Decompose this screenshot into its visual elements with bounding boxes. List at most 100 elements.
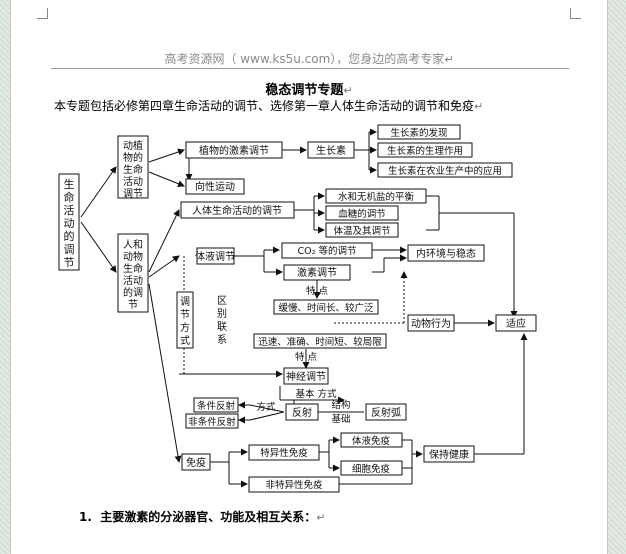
node-auxin: 生长素 [307,141,355,159]
node-adaptation: 适应 [495,314,537,332]
svg-text:联: 联 [217,321,227,333]
svg-text:方: 方 [180,321,190,334]
node-unconditioned-reflex: 非条件反射 [185,413,239,429]
svg-text:保持健康: 保持健康 [429,448,469,461]
paragraph-mark: ↵ [316,511,326,524]
svg-text:非条件反射: 非条件反射 [188,416,236,428]
svg-text:节: 节 [128,299,138,311]
svg-text:生命: 生命 [123,262,143,275]
page-header: 高考资源网（ www.ks5u.com），您身边的高考专家↵ [11,50,607,67]
node-water-salt: 水和无机盐的平衡 [325,188,427,204]
svg-text:CO₂ 等的调节: CO₂ 等的调节 [298,245,357,257]
svg-text:体温及其调节: 体温及其调节 [333,225,390,237]
node-internal-environment: 内环境与稳态 [407,244,485,262]
svg-text:免疫: 免疫 [186,456,206,469]
label-feature-humoral: 特 点 [306,285,329,297]
label-feature-neural: 特 点 [295,351,318,363]
svg-text:活动: 活动 [123,275,143,287]
svg-text:活: 活 [64,204,75,217]
label-basic-mode: 基本 方式 [295,388,337,400]
concept-map-diagram: 生 命 活 动 的 调 节 动植 物的 生命 活动 调节 人和 动物 生命 活动… [54,122,550,496]
section-number: 1. [79,510,92,524]
svg-text:调: 调 [64,243,75,256]
node-animal-behavior: 动物行为 [407,314,455,332]
svg-text:水和无机盐的平衡: 水和无机盐的平衡 [338,191,415,203]
svg-text:适应: 适应 [506,317,526,330]
section-text: 主要激素的分泌器官、功能及相互关系： [100,510,317,524]
node-hormone-regulation: 激素调节 [283,264,351,281]
title-text: 稳态调节专题 [265,83,344,98]
svg-text:动植: 动植 [123,139,143,152]
node-body-temperature: 体温及其调节 [325,222,399,238]
node-auxin-agriculture: 生长素在农业生产中的应用 [377,162,513,178]
svg-text:人和: 人和 [123,239,143,251]
svg-text:迅速、准确、时间短、较局限: 迅速、准确、时间短、较局限 [258,336,382,348]
node-human-body-regulation: 人体生命活动的调节 [180,201,295,219]
label-structure: 结构 [331,399,350,411]
svg-text:生命: 生命 [123,163,143,176]
node-immunity: 免疫 [181,453,211,471]
svg-text:生长素: 生长素 [316,144,346,157]
node-reflex-arc: 反射弧 [365,403,407,421]
node-conditioned-reflex: 条件反射 [193,397,239,413]
svg-text:缓慢、时间长、较广泛: 缓慢、时间长、较广泛 [278,302,374,314]
label-basis: 基础 [331,413,350,425]
svg-text:生长素在农业生产中的应用: 生长素在农业生产中的应用 [388,165,502,177]
svg-text:生: 生 [64,177,75,191]
paragraph-mark: ↵ [444,53,454,66]
intro-paragraph: 本专题包括必修第四章生命活动的调节、选修第一章人体生命活动的调节和免疫↵ [54,97,483,114]
svg-text:神经调节: 神经调节 [286,370,326,383]
margin-corner-mark [37,8,48,19]
node-root: 生 命 活 动 的 调 节 [58,173,80,271]
node-co2-regulation: CO₂ 等的调节 [281,242,373,259]
header-text: 高考资源网（ www.ks5u.com），您身边的高考专家 [164,52,445,66]
svg-text:动: 动 [64,217,75,230]
svg-text:向性运动: 向性运动 [195,180,235,193]
node-humoral-immunity: 体液免疫 [340,432,403,448]
margin-corner-mark [570,8,581,19]
svg-text:的: 的 [64,229,75,243]
node-humoral-regulation: 体液调节 [195,247,235,265]
svg-text:植物的激素调节: 植物的激素调节 [199,144,269,157]
svg-text:节: 节 [180,309,190,321]
svg-text:别: 别 [217,308,227,320]
node-auxin-physiology: 生长素的生理作用 [377,142,473,158]
svg-text:动物: 动物 [123,250,143,263]
node-human-regulation: 人和 动物 生命 活动 的调 节 [117,233,149,313]
svg-text:细胞免疫: 细胞免疫 [352,463,391,475]
svg-text:调: 调 [180,296,190,308]
node-plant-hormone: 植物的激素调节 [185,141,283,159]
node-auxin-discovery: 生长素的发现 [377,124,461,140]
diagram-connectors [80,128,528,488]
node-neural-regulation: 神经调节 [283,367,329,385]
section-heading: 1. 主要激素的分泌器官、功能及相互关系：↵ [79,508,326,525]
svg-text:血糖的调节: 血糖的调节 [338,208,386,220]
intro-text: 本专题包括必修第四章生命活动的调节、选修第一章人体生命活动的调节和免疫 [54,99,475,113]
svg-text:反射: 反射 [292,407,312,419]
header-rule [51,68,569,69]
svg-text:体液调节: 体液调节 [195,250,235,263]
node-reflex: 反射 [285,403,319,421]
svg-text:特异性免疫: 特异性免疫 [260,447,308,459]
paragraph-mark: ↵ [474,100,484,113]
svg-text:的调: 的调 [123,286,143,299]
svg-text:节: 节 [64,256,75,269]
svg-text:式: 式 [180,334,190,347]
node-nonspecific-immunity: 非特异性免疫 [248,476,340,493]
svg-text:激素调节: 激素调节 [297,266,337,279]
node-cellular-immunity: 细胞免疫 [340,460,403,476]
svg-text:内环境与稳态: 内环境与稳态 [416,247,476,260]
svg-text:体液免疫: 体液免疫 [352,435,391,447]
svg-text:人体生命活动的调节: 人体生命活动的调节 [192,204,282,217]
node-maintain-health: 保持健康 [423,445,475,463]
svg-text:动物行为: 动物行为 [411,317,451,330]
document-title: 稳态调节专题↵ [11,79,607,98]
svg-text:调节: 调节 [123,188,143,200]
svg-text:反射弧: 反射弧 [371,406,401,419]
document-page: 高考资源网（ www.ks5u.com），您身边的高考专家↵ 稳态调节专题↵ 本… [10,0,608,554]
svg-text:条件反射: 条件反射 [197,400,236,412]
node-fast-feature: 迅速、准确、时间短、较局限 [253,333,387,349]
node-plant-regulation: 动植 物的 生命 活动 调节 [117,135,149,200]
node-slow-feature: 缓慢、时间长、较广泛 [273,299,379,315]
node-regulation-mode: 调 节 方 式 [176,291,194,349]
